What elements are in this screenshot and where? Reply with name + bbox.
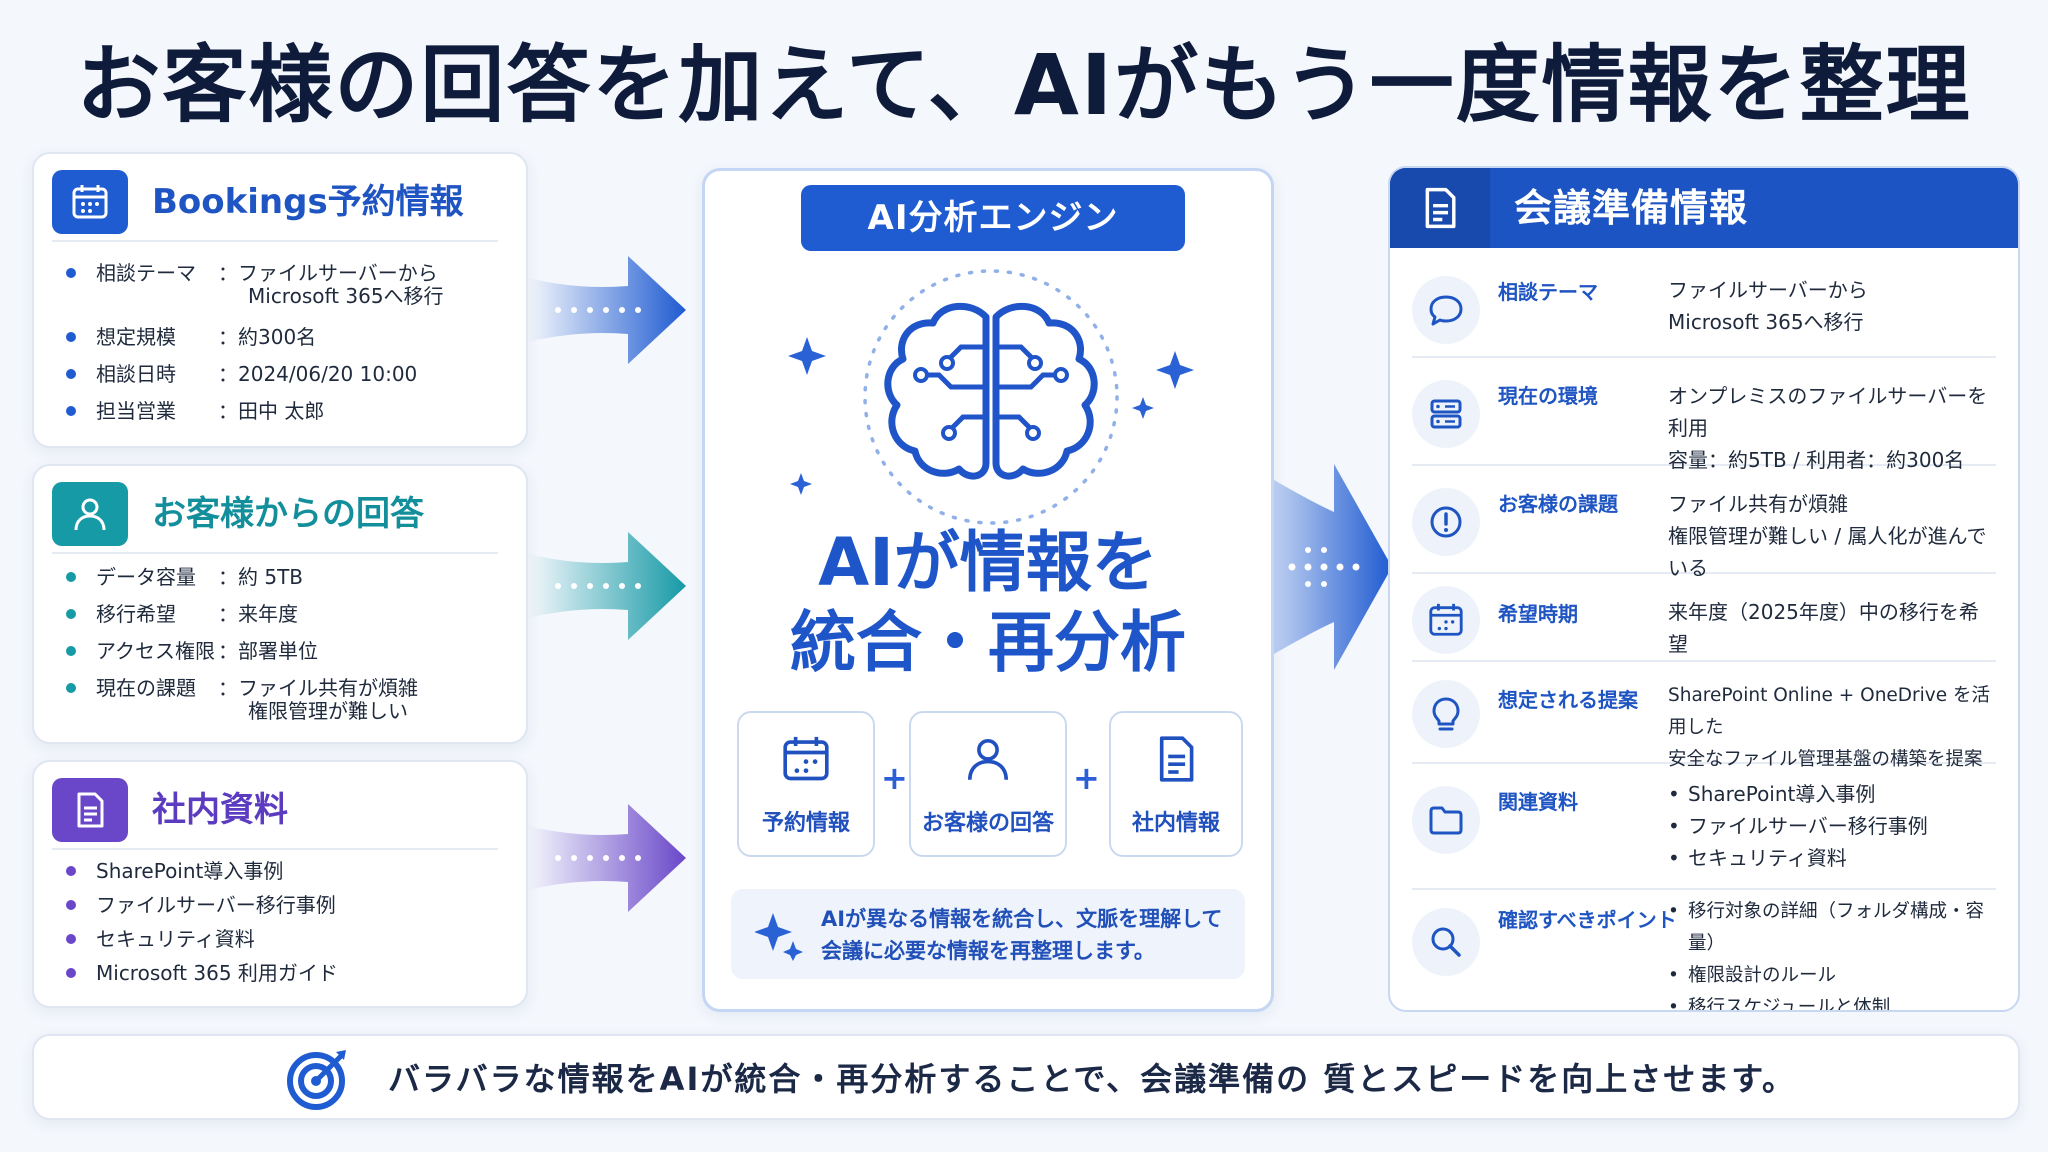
list-item: SharePoint導入事例 xyxy=(66,854,506,888)
customer-answer-card-header: お客様からの回答 xyxy=(52,482,498,554)
prep-row-environment: 現在の環境 オンプレミスのファイルサーバーを利用容量：約5TB / 利用者：約3… xyxy=(1412,360,1996,472)
prep-row-label: 希望時期 xyxy=(1498,602,1578,626)
meeting-prep-header: 会議準備情報 xyxy=(1390,168,2018,248)
brain-icon xyxy=(781,267,1201,531)
internal-docs-list: SharePoint導入事例 ファイルサーバー移行事例 セキュリティ資料 Mic… xyxy=(66,854,506,990)
list-item: 担当営業：田中 太郎 xyxy=(66,396,506,433)
prep-row-issues: お客様の課題 ファイル共有が煩雑権限管理が難しい / 属人化が進んでいる xyxy=(1412,468,1996,580)
list-item: 移行希望：来年度 xyxy=(66,599,506,636)
prep-row-checkpoints: 確認すべきポイント 移行対象の詳細（フォルダ構成・容量）権限設計のルール移行スケ… xyxy=(1412,892,1996,1010)
folder-icon xyxy=(1412,786,1480,854)
list-item: 現在の課題：ファイル共有が煩雑権限管理が難しい xyxy=(66,673,506,737)
calendar-icon xyxy=(52,170,128,234)
chat-bubble-icon xyxy=(1412,276,1480,344)
customer-answer-card-title: お客様からの回答 xyxy=(152,494,424,534)
document-icon xyxy=(1390,168,1490,248)
list-item: アクセス権限：部署単位 xyxy=(66,636,506,673)
server-icon xyxy=(1412,380,1480,448)
list-item: セキュリティ資料 xyxy=(66,922,506,956)
ai-headline: AIが情報を 統合・再分析 xyxy=(705,523,1271,683)
person-icon xyxy=(52,482,128,546)
lightbulb-icon xyxy=(1412,680,1480,748)
target-icon xyxy=(286,1048,352,1114)
page-title: お客様の回答を加えて、AIがもう一度情報を整理 xyxy=(76,36,1972,134)
bookings-card-title: Bookings予約情報 xyxy=(152,182,464,222)
calendar-icon xyxy=(1412,586,1480,654)
center-note: AIが異なる情報を統合し、文脈を理解して 会議に必要な情報を再整理します。 xyxy=(731,889,1245,979)
list-item: ファイルサーバー移行事例 xyxy=(66,888,506,922)
plus-icon: + xyxy=(881,759,908,797)
document-icon xyxy=(52,778,128,842)
center-note-line1: AIが異なる情報を統合し、文脈を理解して xyxy=(821,907,1223,931)
arrow-right-icon xyxy=(528,250,688,370)
meeting-prep-title: 会議準備情報 xyxy=(1514,186,1749,230)
plus-icon: + xyxy=(1073,759,1100,797)
source-box-internal: 社内情報 xyxy=(1109,711,1243,857)
summary-text: バラバラな情報をAIが統合・再分析することで、会議準備の 質とスピードを向上させ… xyxy=(388,1060,1797,1098)
prep-row-value: ファイル共有が煩雑権限管理が難しい / 属人化が進んでいる xyxy=(1668,492,1987,580)
prep-row-value: オンプレミスのファイルサーバーを利用容量：約5TB / 利用者：約300名 xyxy=(1668,384,1988,472)
prep-row-label: お客様の課題 xyxy=(1498,492,1618,516)
list-item: データ容量：約 5TB xyxy=(66,562,506,599)
prep-row-label: 想定される提案 xyxy=(1498,688,1638,712)
ai-headline-line1: AIが情報を xyxy=(818,524,1158,601)
list-item: Microsoft 365 利用ガイド xyxy=(66,956,506,990)
list-item: 想定規模：約300名 xyxy=(66,322,506,359)
summary-banner: バラバラな情報をAIが統合・再分析することで、会議準備の 質とスピードを向上させ… xyxy=(32,1034,2020,1120)
prep-row-proposal: 想定される提案 SharePoint Online + OneDrive を活用… xyxy=(1412,664,1996,770)
list-item: 相談日時：2024/06/20 10:00 xyxy=(66,359,506,396)
sparkle-icon xyxy=(754,909,803,965)
internal-docs-card-title: 社内資料 xyxy=(152,790,288,830)
internal-docs-card: 社内資料 SharePoint導入事例 ファイルサーバー移行事例 セキュリティ資… xyxy=(32,760,528,1008)
source-box-label: 社内情報 xyxy=(1131,811,1220,836)
prep-row-timing: 希望時期 来年度（2025年度）中の移行を希望 xyxy=(1412,576,1996,662)
search-icon xyxy=(1412,908,1480,976)
arrow-right-icon xyxy=(528,798,688,918)
center-note-line2: 会議に必要な情報を再整理します。 xyxy=(821,939,1155,963)
alert-icon xyxy=(1412,488,1480,556)
ai-engine-badge: AI分析エンジン xyxy=(801,185,1185,251)
ai-headline-line2: 統合・再分析 xyxy=(790,604,1186,681)
person-icon xyxy=(911,733,1065,785)
document-icon xyxy=(1111,733,1241,785)
customer-answer-list: データ容量：約 5TB 移行希望：来年度 アクセス権限：部署単位 現在の課題：フ… xyxy=(66,562,506,737)
source-box-label: お客様の回答 xyxy=(921,811,1054,836)
source-box-booking: 予約情報 xyxy=(737,711,875,857)
internal-docs-card-header: 社内資料 xyxy=(52,778,498,850)
prep-row-label: 相談テーマ xyxy=(1498,280,1598,304)
prep-row-value: 移行対象の詳細（フォルダ構成・容量）権限設計のルール移行スケジュールと体制 xyxy=(1668,896,1996,1010)
arrow-right-icon xyxy=(528,526,688,646)
ai-engine-panel: AI分析エンジン xyxy=(702,168,1274,1012)
source-box-customer: お客様の回答 xyxy=(909,711,1067,857)
bookings-card-header: Bookings予約情報 xyxy=(52,170,498,242)
prep-row-label: 関連資料 xyxy=(1498,790,1578,814)
calendar-icon xyxy=(739,733,873,785)
source-box-label: 予約情報 xyxy=(761,811,850,836)
arrow-right-icon xyxy=(1272,462,1394,672)
customer-answer-card: お客様からの回答 データ容量：約 5TB 移行希望：来年度 アクセス権限：部署単… xyxy=(32,464,528,744)
prep-row-label: 確認すべきポイント xyxy=(1498,908,1677,932)
prep-row-value: 来年度（2025年度）中の移行を希望 xyxy=(1668,600,1979,656)
center-note-text: AIが異なる情報を統合し、文脈を理解して 会議に必要な情報を再整理します。 xyxy=(821,903,1222,967)
prep-row-label: 現在の環境 xyxy=(1498,384,1598,408)
prep-row-value: SharePoint Online + OneDrive を活用した安全なファイ… xyxy=(1668,685,1991,770)
